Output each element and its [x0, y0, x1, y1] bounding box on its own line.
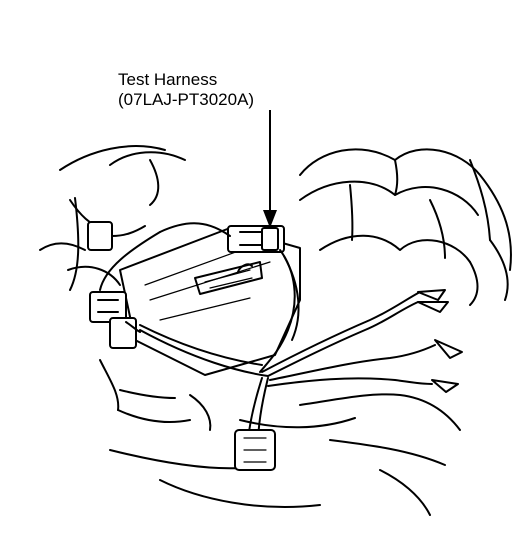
callout-title: Test Harness [118, 70, 218, 89]
alligator-clips [417, 289, 463, 393]
test-harness-callout: Test Harness (07LAJ-PT3020A) [118, 70, 318, 110]
engine-block [99, 359, 461, 516]
callout-part-number: (07LAJ-PT3020A) [118, 90, 255, 109]
hoses-left [39, 145, 186, 291]
test-harness-connector [227, 225, 285, 253]
left-connector [89, 291, 141, 349]
callout-arrow [263, 110, 277, 228]
valve-cover [119, 227, 301, 376]
intake-manifold [299, 148, 512, 306]
